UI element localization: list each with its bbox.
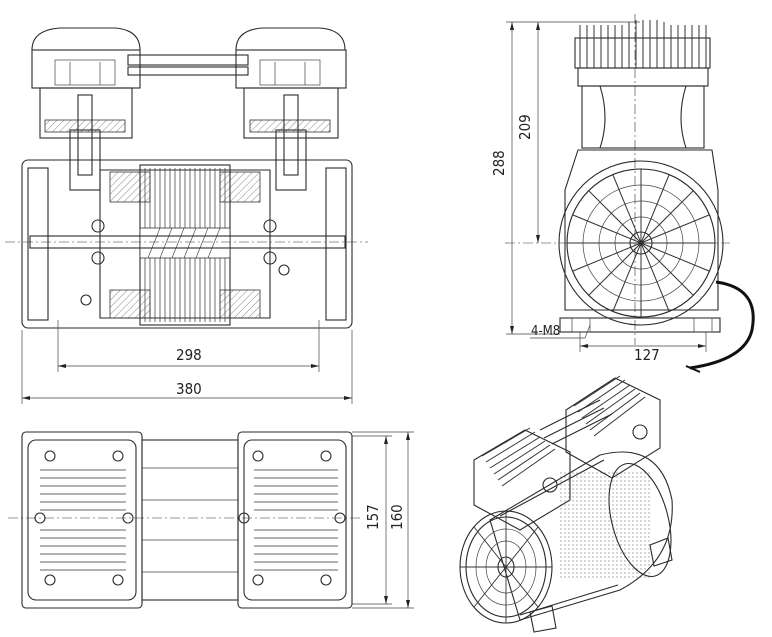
- iso-fan-guard: [459, 510, 553, 624]
- dim-157: 157: [352, 435, 392, 605]
- dim-288-label: 288: [490, 150, 508, 176]
- iso-left-head: [473, 427, 571, 531]
- isometric-view: [459, 375, 673, 633]
- top-right-head: [237, 431, 353, 609]
- iso-feet: [529, 537, 673, 633]
- dim-127-label: 127: [634, 346, 660, 364]
- side-fan-guard: [558, 149, 724, 333]
- mount-label: 4-M8: [531, 324, 560, 339]
- top-left-head: [21, 431, 143, 609]
- top-center-body: [141, 439, 239, 601]
- dim-160: 160: [352, 431, 414, 609]
- left-cylinder-head: [31, 27, 141, 191]
- iso-transfer-pipes: [539, 399, 613, 445]
- side-view: 288 209 127 4-M8: [490, 14, 755, 373]
- dim-209-label: 209: [516, 114, 534, 140]
- dim-127: 127: [579, 332, 707, 364]
- dim-298: 298: [57, 320, 320, 372]
- dim-380: 380: [21, 330, 353, 404]
- dim-288: 288: [490, 21, 640, 335]
- transfer-pipe: [127, 54, 249, 76]
- motor-housing: [5, 159, 368, 329]
- top-view: 157 160: [8, 431, 414, 609]
- dim-157-label: 157: [364, 504, 382, 530]
- power-cable: [689, 280, 755, 370]
- dim-160-label: 160: [388, 504, 406, 530]
- dim-380-label: 380: [176, 380, 202, 398]
- front-section-view: 298 380: [5, 27, 368, 404]
- dim-298-label: 298: [176, 346, 202, 364]
- dim-209: 209: [516, 22, 540, 243]
- right-cylinder-head: [235, 27, 347, 191]
- mount-callout: 4-M8: [530, 324, 591, 339]
- iso-right-head: [565, 375, 661, 479]
- iso-motor-body: [489, 451, 673, 621]
- side-head-fins: [574, 20, 711, 149]
